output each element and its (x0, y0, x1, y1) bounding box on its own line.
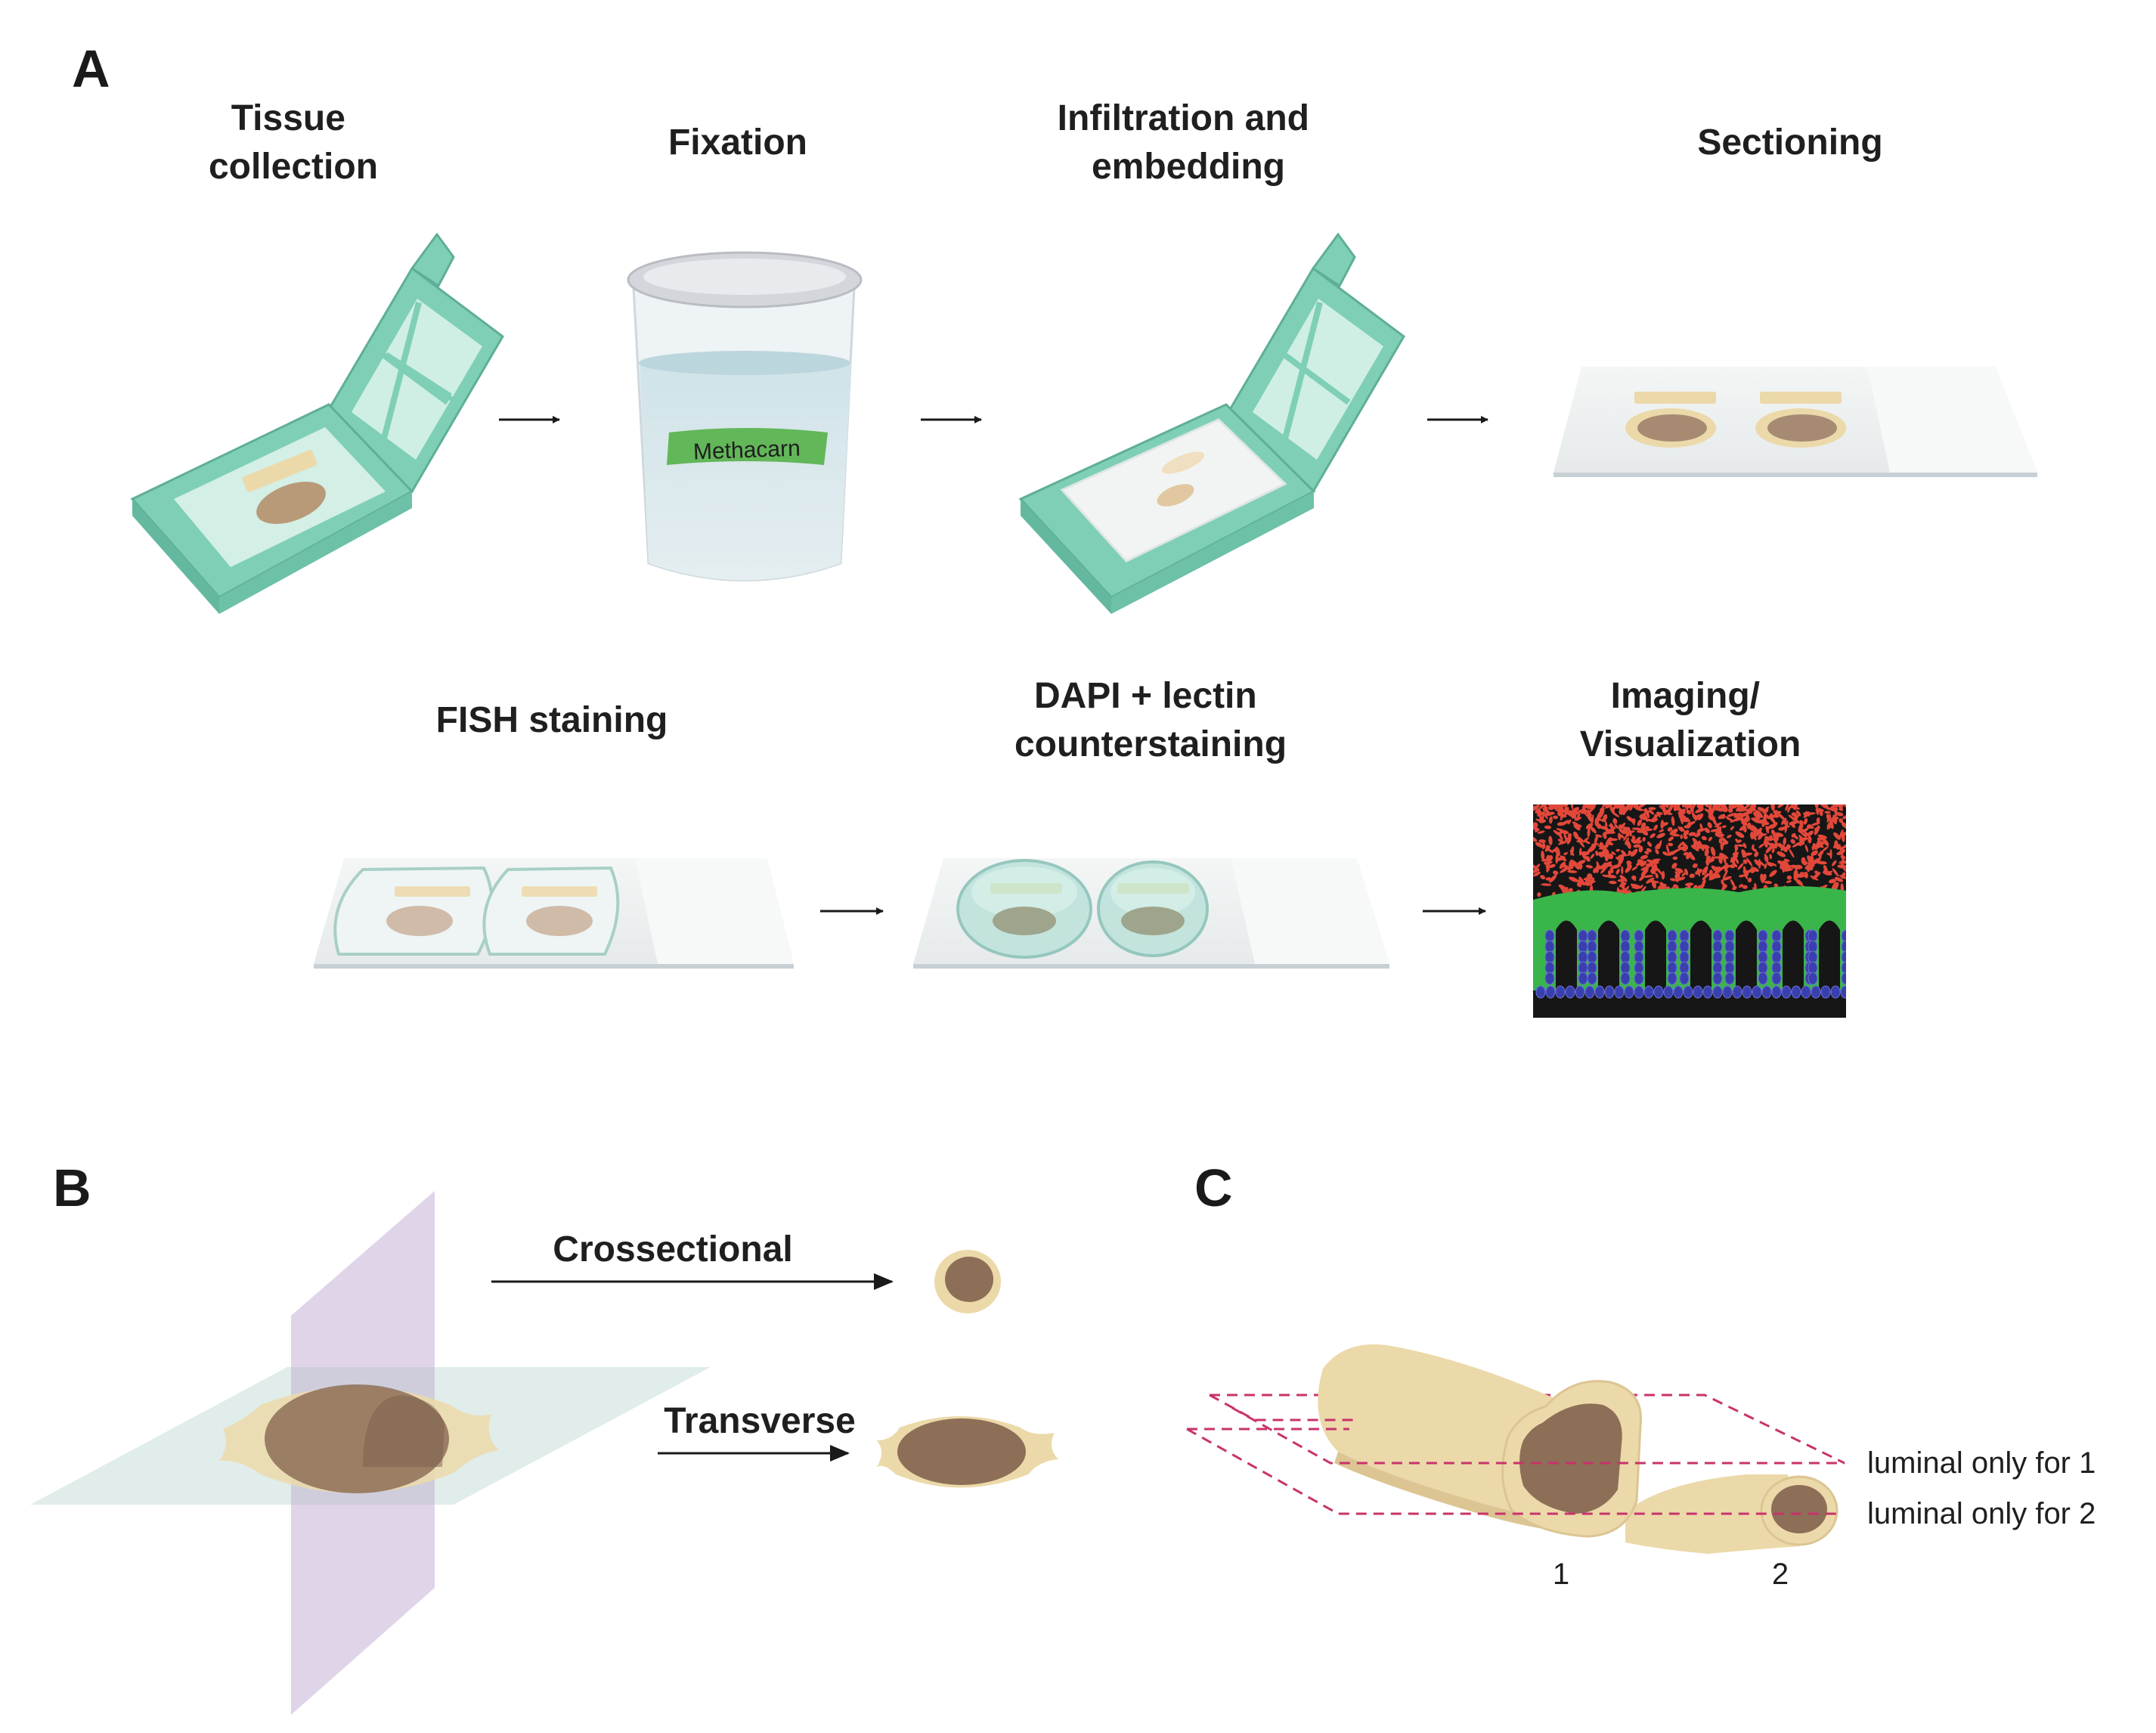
title-sectioning: Sectioning (1697, 122, 1882, 163)
title-counterstaining: DAPI + lectin counterstaining (1014, 676, 1287, 764)
label-luminal-only-1: luminal only for 1 (1867, 1446, 2096, 1480)
label-section-2: 2 (1772, 1558, 1789, 1591)
microscopy-image (1533, 804, 1846, 1018)
fish-bacteria-layer (1533, 804, 1846, 898)
title-fixation: Fixation (668, 122, 807, 163)
title-imaging: Imaging/ Visualization (1580, 676, 1801, 764)
crossectional-section (934, 1250, 1001, 1313)
sectioning-slide (1553, 367, 2037, 477)
methacarn-label: Methacarn (692, 436, 801, 465)
intestine-diagram (1186, 1344, 1845, 1554)
title-fish-staining: FISH staining (436, 700, 668, 740)
counterstaining-slide (913, 858, 1389, 969)
transverse-section (877, 1416, 1058, 1488)
label-crossectional: Crossectional (553, 1229, 792, 1270)
label-transverse: Transverse (664, 1401, 856, 1441)
tissue-cassette-open (130, 232, 504, 614)
title-infiltration: Infiltration and embedding (1058, 98, 1320, 187)
label-luminal-only-2: luminal only for 2 (1867, 1497, 2096, 1530)
fish-staining-slide (314, 858, 794, 969)
dapi-nuclei-layer (1535, 929, 1846, 999)
embedding-cassette (1018, 232, 1405, 614)
methacarn-container: Methacarn (627, 251, 863, 581)
lectin-mucus-layer (1533, 885, 1846, 991)
label-section-1: 1 (1553, 1558, 1569, 1591)
panel-letter-c: C (1194, 1158, 1233, 1217)
panel-letter-b: B (53, 1158, 91, 1217)
panel-letter-a: A (72, 39, 110, 98)
sectioning-planes (30, 1191, 711, 1715)
title-tissue-collection: Tissue collection (209, 98, 378, 187)
